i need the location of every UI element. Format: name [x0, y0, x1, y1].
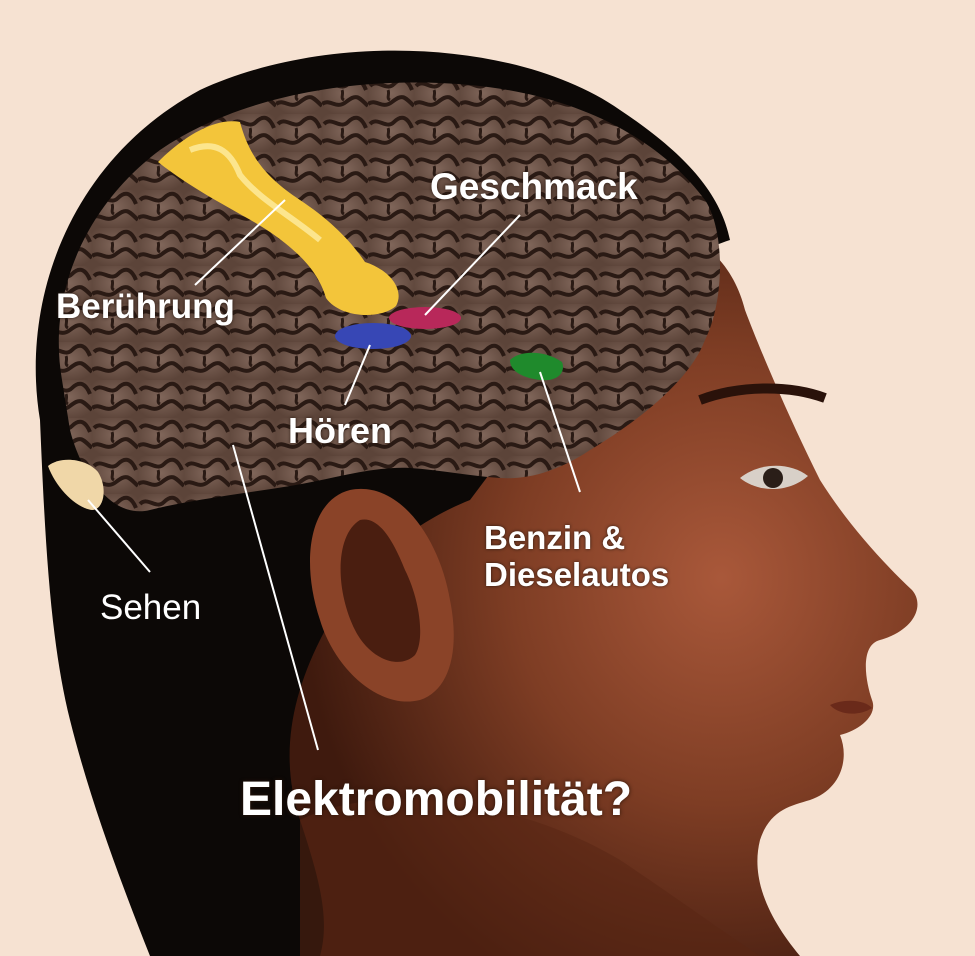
label-hoeren: Hören — [288, 411, 392, 451]
label-sehen: Sehen — [100, 588, 201, 627]
hearing-region — [335, 323, 411, 349]
label-benzin-line1: Benzin & — [484, 520, 669, 557]
label-geschmack: Geschmack — [430, 166, 638, 207]
label-elektromobilitaet: Elektromobilität? — [240, 773, 632, 827]
label-benzin-line2: Dieselautos — [484, 557, 669, 594]
label-beruehrung: Berührung — [56, 287, 235, 326]
taste-region — [389, 307, 461, 329]
label-benzin-dieselautos: Benzin & Dieselautos — [484, 520, 669, 594]
